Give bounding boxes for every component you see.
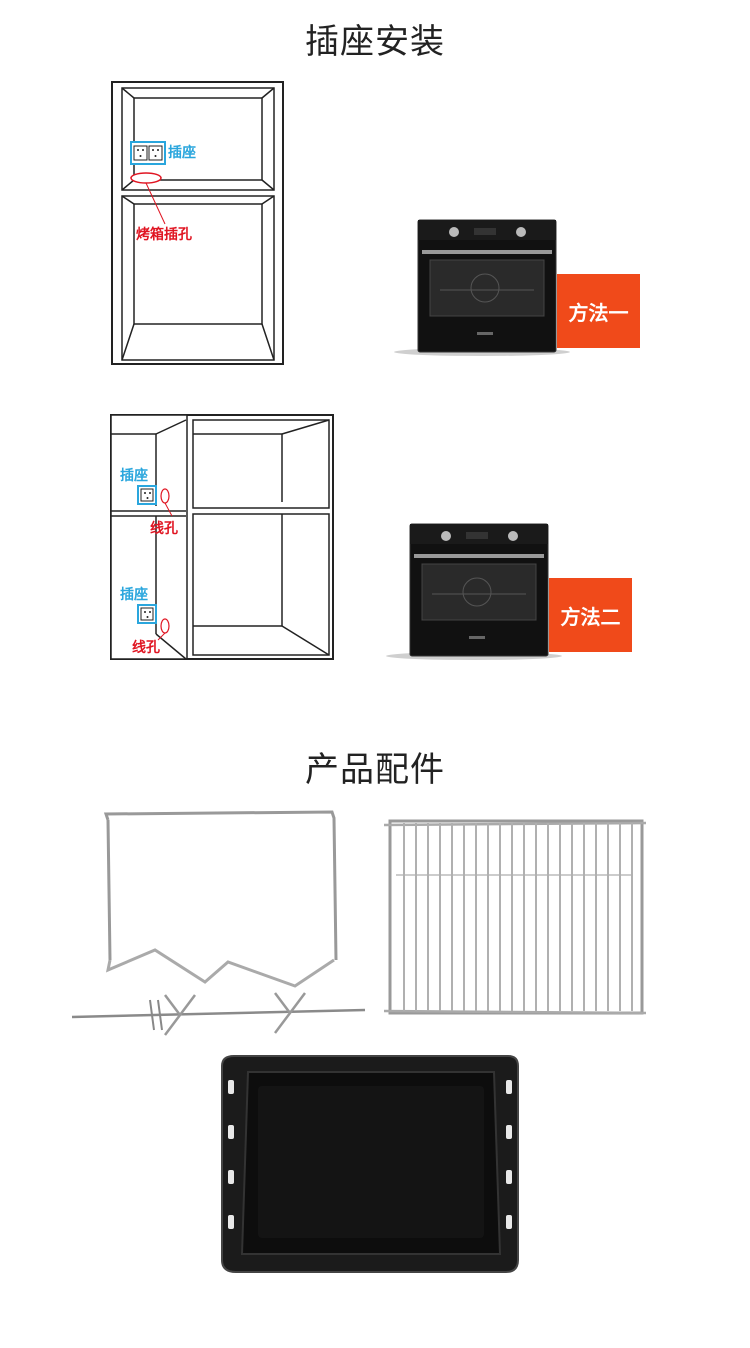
socket-label-bottom: 插座 (120, 587, 148, 603)
cabinet-diagram-method1 (111, 81, 284, 365)
rotisserie-icon (71, 810, 366, 1036)
oven-hole-label: 烤箱插孔 (136, 227, 192, 243)
baking-tray-icon (221, 1055, 519, 1273)
wire-hole-label-top: 线孔 (150, 521, 178, 537)
socket-label-top: 插座 (120, 468, 148, 484)
method-2-tag: 方法二 (549, 578, 632, 652)
section-title-install: 插座安装 (305, 22, 445, 62)
oven-icon (394, 219, 570, 356)
socket-label: 插座 (168, 145, 196, 161)
section-title-accessories: 产品配件 (305, 750, 445, 790)
cabinet-diagram-method2 (110, 414, 334, 660)
method-1-tag: 方法一 (557, 274, 640, 348)
wire-hole-label-bottom: 线孔 (132, 640, 160, 656)
oven-icon (386, 523, 562, 660)
wire-rack-icon (383, 819, 647, 1015)
